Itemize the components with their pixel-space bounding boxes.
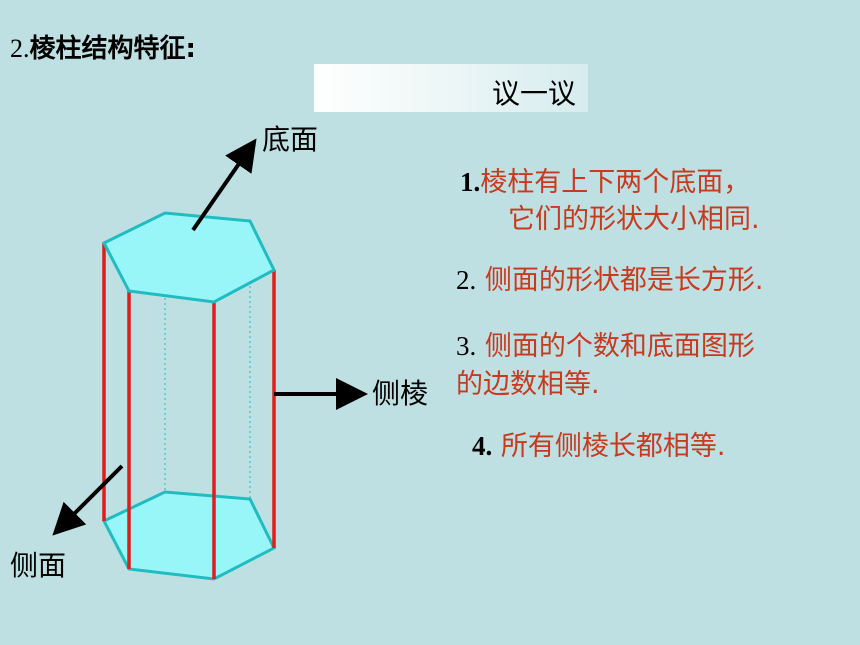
arrow-to-base [191, 138, 257, 232]
statement-3-text-2: 的边数相等. [456, 369, 600, 400]
statement-4: 4. 所有侧棱长都相等. [472, 424, 725, 463]
statement-2: 2. 侧面的形状都是长方形. [456, 258, 763, 297]
statement-1-line-1: 1.棱柱有上下两个底面， [460, 160, 750, 199]
arrow-to-lateral-face [52, 464, 124, 536]
statement-2-number: 2. [456, 265, 477, 295]
discuss-box: 议一议 [314, 64, 588, 112]
statement-3-line-1: 3. 侧面的个数和底面图形 [456, 324, 755, 363]
statement-1-text-2: 它们的形状大小相同. [508, 204, 760, 235]
statement-3-line-2: 的边数相等. [456, 362, 600, 401]
statement-4-number: 4. [472, 431, 493, 461]
statement-1-text-1: 棱柱有上下两个底面， [480, 167, 751, 198]
slide-title: 2.棱柱结构特征: [10, 28, 196, 65]
statement-2-text: 侧面的形状都是长方形. [476, 265, 764, 296]
label-lateral-face: 侧面 [10, 549, 67, 582]
statement-1-number: 1. [460, 167, 481, 197]
label-lateral-edge: 侧棱 [372, 377, 429, 410]
statement-3-number: 3. [456, 331, 477, 361]
top-base-face [101, 211, 276, 304]
discuss-label: 议一议 [491, 77, 576, 110]
statement-4-text: 所有侧棱长都相等. [492, 431, 726, 462]
statement-3-text-1: 侧面的个数和底面图形 [476, 331, 755, 362]
title-text: 棱柱结构特征: [29, 34, 196, 64]
label-base: 底面 [262, 123, 319, 156]
statement-1-line-2: 它们的形状大小相同. [508, 197, 760, 236]
title-number: 2. [10, 34, 30, 63]
